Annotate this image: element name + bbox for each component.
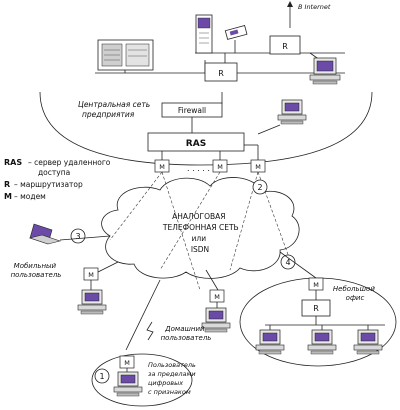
modem-ellipsis: . . . . . bbox=[187, 164, 210, 173]
pc-icon bbox=[309, 57, 341, 85]
pc-icon bbox=[201, 307, 231, 333]
remote-link bbox=[125, 279, 161, 351]
number-1-badge bbox=[94, 368, 110, 384]
office-link bbox=[279, 251, 317, 279]
central-router-label: R bbox=[218, 69, 224, 78]
legend-m-key: M bbox=[4, 192, 12, 201]
number-4-badge bbox=[280, 254, 296, 270]
home-link bbox=[205, 269, 219, 291]
number-1: 1 bbox=[99, 372, 104, 381]
server-rack-icon bbox=[97, 39, 154, 71]
pc-icon bbox=[255, 329, 285, 355]
home-user-label: Домашний пользователь bbox=[161, 325, 212, 342]
mobile-link bbox=[59, 235, 111, 241]
wireless-link bbox=[146, 321, 154, 341]
number-2: 2 bbox=[257, 183, 262, 192]
number-2-badge bbox=[252, 179, 268, 195]
ras-label: RAS bbox=[186, 139, 206, 149]
internet-router bbox=[269, 35, 301, 55]
device-icon bbox=[224, 25, 248, 40]
legend: RAS – сервер удаленного доступа R – марш… bbox=[4, 158, 111, 201]
modem-label: M bbox=[217, 163, 223, 171]
pc-icon bbox=[277, 99, 307, 125]
ras-server bbox=[147, 132, 245, 152]
firewall-label: Firewall bbox=[178, 106, 206, 115]
legend-m-text: – модем bbox=[14, 192, 46, 201]
internet-arrow-icon bbox=[287, 1, 293, 7]
pc-icon bbox=[113, 371, 143, 397]
laptop-icon bbox=[28, 223, 62, 245]
remote-user-label: Пользователь за пределами цифровых с при… bbox=[148, 361, 198, 396]
legend-r-text: – маршрутизатор bbox=[14, 180, 83, 189]
modem-label: M bbox=[313, 281, 319, 289]
legend-r-key: R bbox=[4, 180, 10, 189]
modem-label: M bbox=[214, 293, 220, 301]
number-3: 3 bbox=[75, 232, 80, 241]
number-3-badge bbox=[70, 228, 86, 244]
telephone-network-cloud bbox=[101, 177, 300, 279]
modem-cloud-link bbox=[97, 261, 119, 273]
internet-label: В Internet bbox=[298, 3, 331, 11]
mobile-user-label: Мобильный пользователь bbox=[11, 262, 62, 279]
legend-ras-key: RAS bbox=[4, 158, 22, 167]
pc-ras-link bbox=[257, 124, 281, 135]
modem-label: M bbox=[255, 163, 261, 171]
modem-label: M bbox=[159, 163, 165, 171]
legend-ras-text: – сервер удаленного bbox=[28, 158, 111, 167]
legend-ras-text-2: доступа bbox=[38, 168, 70, 177]
corporate-network-label: Центральная сеть предприятия bbox=[78, 100, 153, 119]
remote-user-boundary bbox=[91, 353, 193, 407]
modem-label: M bbox=[88, 271, 94, 279]
pc-icon bbox=[77, 289, 107, 315]
central-router bbox=[204, 62, 238, 82]
dialup-path bbox=[109, 171, 163, 241]
dialup-path bbox=[159, 171, 221, 271]
modem-label: M bbox=[124, 359, 130, 367]
pc-icon bbox=[353, 329, 383, 355]
internet-router-label: R bbox=[282, 42, 288, 51]
small-office-label: Небольшой офис bbox=[333, 285, 377, 302]
tower-server-icon bbox=[195, 14, 213, 54]
dialup-path bbox=[161, 171, 201, 291]
corporate-network-boundary bbox=[39, 91, 373, 166]
cloud-label: АНАЛОГОВАЯ ТЕЛЕФОННАЯ СЕТЬ или ISDN bbox=[162, 212, 241, 254]
number-4: 4 bbox=[285, 258, 290, 267]
office-router-label: R bbox=[313, 304, 319, 313]
pc-icon bbox=[307, 329, 337, 355]
